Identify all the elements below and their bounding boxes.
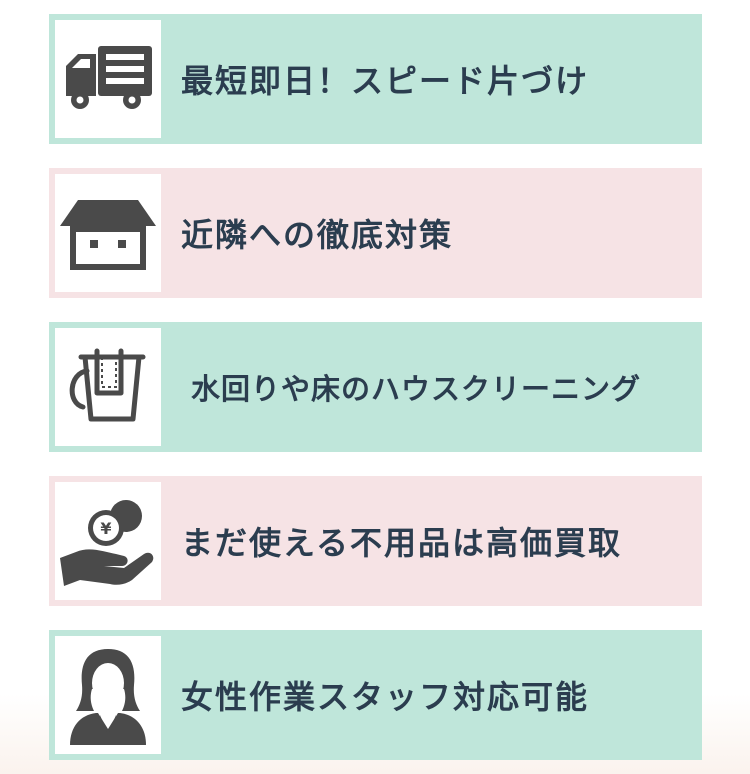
house-icon [60, 200, 156, 270]
feature-icon-box [55, 636, 161, 754]
feature-label: 水回りや床のハウスクリーニング [191, 372, 642, 406]
feature-icon-box [55, 328, 161, 446]
feature-label: 近隣への徹底対策 [181, 216, 454, 254]
feature-icon-box [55, 20, 161, 138]
female-staff-icon [70, 649, 146, 745]
feature-icon-box: ¥ [55, 482, 161, 600]
bucket-icon [69, 348, 146, 422]
feature-card-neighbor: 近隣への徹底対策 [49, 168, 702, 298]
feature-list: 最短即日！スピード片づけ 近隣への徹底対策 [49, 14, 702, 760]
feature-card-cleaning: 水回りや床のハウスクリーニング [49, 322, 702, 452]
feature-icon-box [55, 174, 161, 292]
hand-coin-icon: ¥ [60, 500, 154, 586]
feature-label: 女性作業スタッフ対応可能 [181, 678, 590, 716]
svg-text:¥: ¥ [100, 519, 111, 538]
feature-label: 最短即日！スピード片づけ [181, 62, 590, 100]
feature-card-speed: 最短即日！スピード片づけ [49, 14, 702, 144]
feature-card-female-staff: 女性作業スタッフ対応可能 [49, 630, 702, 760]
truck-icon [66, 46, 152, 109]
feature-label: まだ使える不用品は高価買取 [181, 524, 623, 562]
feature-card-buyback: ¥ まだ使える不用品は高価買取 [49, 476, 702, 606]
